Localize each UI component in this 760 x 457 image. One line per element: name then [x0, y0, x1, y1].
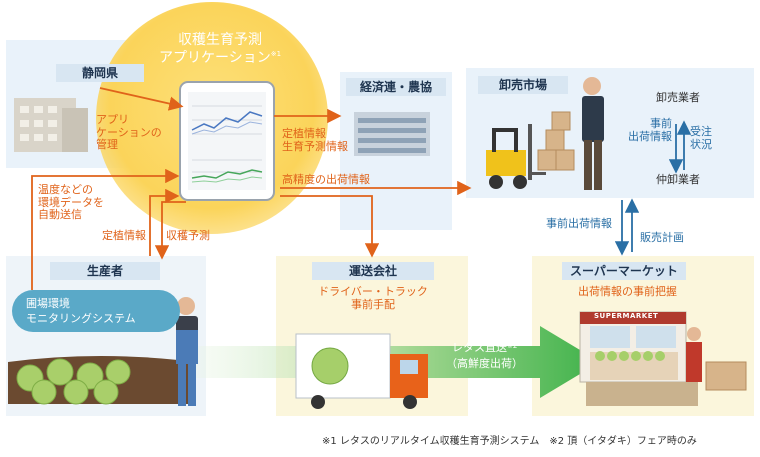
label-super-sub: 出荷情報の事前把握 — [578, 285, 677, 298]
label-env-2: 環境データを — [38, 195, 104, 209]
label-jizen-2: 出荷情報 — [628, 129, 672, 143]
label-app-manage-1: アプリ — [96, 113, 129, 126]
label-highprec: 高精度の出荷情報 — [282, 173, 370, 186]
label-teishoku-2: 生育予測情報 — [282, 139, 348, 153]
app-title-line1: 収穫生育予測 — [178, 32, 262, 48]
arrow-shizuoka-to-app — [99, 87, 184, 111]
label-lettuce: レタス直送※2 — [452, 341, 518, 355]
app-title-mark: ※1 — [270, 50, 282, 58]
label-shukaku-up: 収穫予測 — [166, 229, 210, 242]
tablet-icon — [179, 81, 275, 201]
arrow-app-to-unso — [280, 195, 380, 258]
label-hanbai: 販売計画 — [640, 231, 684, 244]
label-lettuce-mark: ※2 — [507, 342, 518, 350]
lettuce-field — [8, 356, 196, 405]
arrow-app-shukaku — [154, 201, 186, 260]
label-driver-1: ドライバー・トラック — [318, 285, 428, 298]
supermarket-icon — [579, 311, 747, 406]
label-env-1: 温度などの — [38, 183, 93, 196]
forklift-icon — [486, 124, 546, 189]
label-driver-2: 事前手配 — [351, 297, 395, 311]
node-oroshi: 卸売市場 — [478, 76, 568, 94]
label-juchu-1: 受注 — [690, 125, 712, 138]
label-lettuce-2: （高鮮度出荷） — [446, 357, 523, 370]
node-unso: 運送会社 — [312, 262, 434, 280]
node-shizuoka: 静岡県 — [56, 64, 144, 82]
node-keizairen: 経済連・農協 — [346, 78, 446, 96]
label-oroshi-gyosha: 卸売業者 — [656, 91, 700, 104]
label-juchu-2: 状況 — [690, 137, 712, 151]
truck-icon — [295, 333, 428, 409]
label-app-manage: アプリ ケーションの 管理 — [96, 113, 162, 152]
farmer-icon — [176, 297, 198, 406]
keizairen-building-icon — [354, 112, 430, 156]
market-worker-icon — [582, 77, 604, 190]
label-jizen-ship: 事前出荷情報 — [546, 217, 612, 230]
app-title-text: アプリケーション — [158, 50, 271, 66]
footnote: ※1 レタスのリアルタイム収穫生育予測システム ※2 頂（イタダキ）フェア時のみ — [322, 436, 697, 447]
store-sign: SUPERMARKET — [594, 312, 659, 320]
monitor-line1: 圃場環境 — [26, 297, 70, 310]
label-app-manage-3: 管理 — [96, 138, 118, 152]
label-nakaoroshi: 仲卸業者 — [656, 173, 700, 186]
monitoring-system: 圃場環境 モニタリングシステム — [12, 290, 180, 332]
arrow-producer-teishoku — [149, 188, 180, 256]
label-env-3: 自動送信 — [38, 208, 82, 222]
arrow-monitor-to-app — [31, 168, 180, 290]
label-app-manage-2: ケーションの — [96, 125, 162, 139]
building-icon — [14, 98, 88, 152]
node-super: スーパーマーケット — [562, 262, 686, 280]
label-jizen-1: 事前 — [650, 117, 672, 130]
label-teishoku-up: 定植情報 — [102, 229, 146, 242]
label-teishoku: 定植情報 生育予測情報 — [282, 127, 348, 153]
label-juchu: 受注 状況 — [690, 125, 712, 151]
monitor-line2: モニタリングシステム — [26, 312, 136, 325]
node-seisansha: 生産者 — [50, 262, 160, 280]
label-driver: ドライバー・トラック 事前手配 — [318, 285, 428, 311]
label-teishoku-1: 定植情報 — [282, 127, 326, 140]
label-jizen: 事前 出荷情報 — [620, 117, 672, 143]
boxes-icon — [537, 111, 575, 171]
label-env: 温度などの 環境データを 自動送信 — [38, 183, 104, 222]
app-title-line2: アプリケーション※1 — [150, 50, 290, 66]
label-lettuce-1: レタス直送 — [452, 341, 507, 354]
